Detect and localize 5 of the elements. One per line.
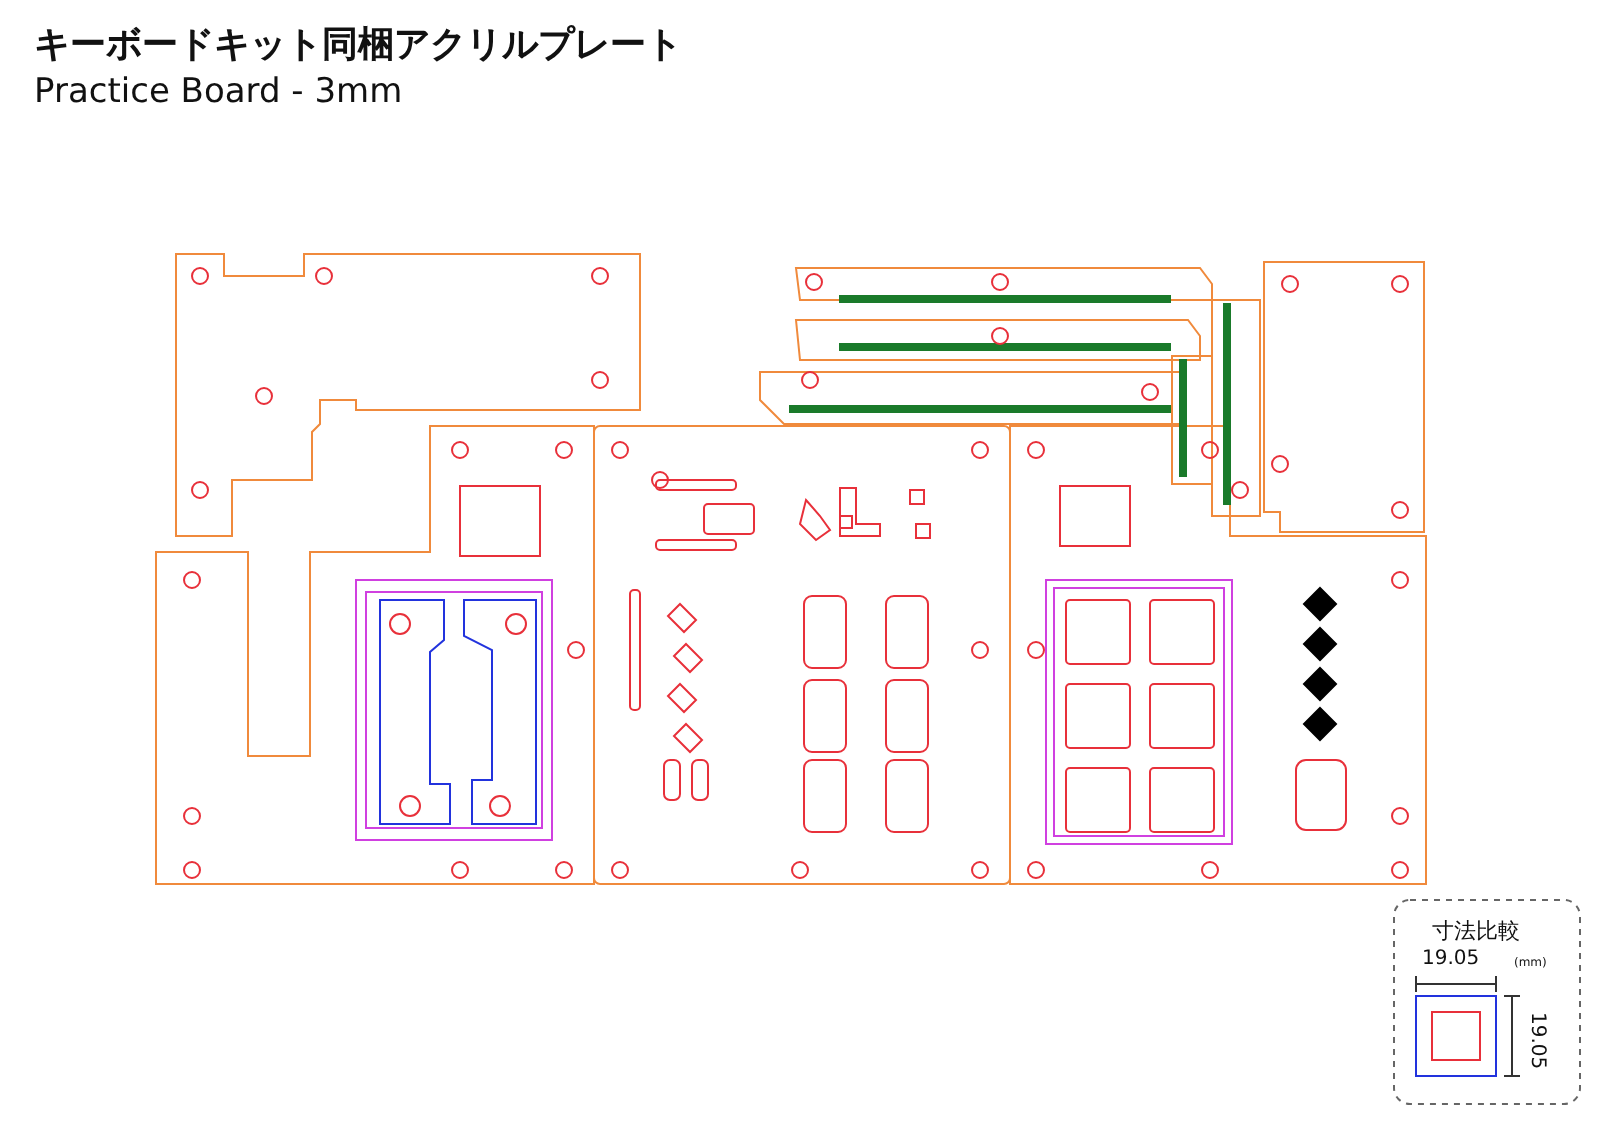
inset-heading: 寸法比較	[1432, 916, 1520, 946]
title-text: キーボードキット同梱アクリルプレート	[34, 22, 682, 68]
dimension-value: 19.05	[1526, 1012, 1548, 1070]
subtitle-text: Practice Board - 3mm	[34, 72, 403, 112]
dimension-value: 19.05	[1422, 948, 1480, 970]
